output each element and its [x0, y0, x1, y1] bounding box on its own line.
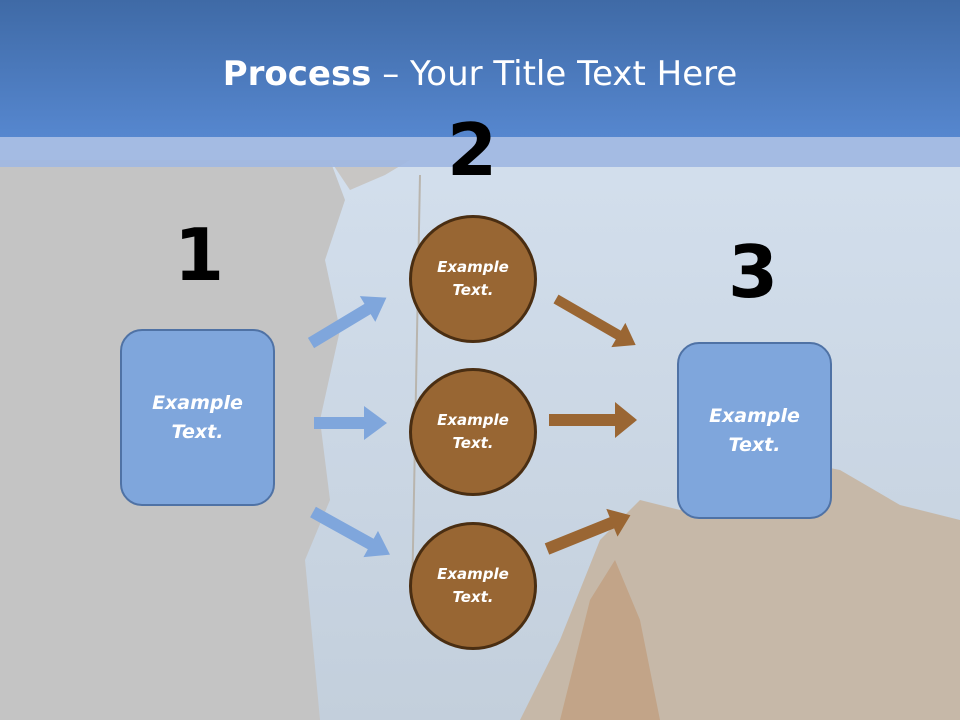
slide-title: Process – Your Title Text Here: [0, 50, 960, 98]
title-rest: – Your Title Text Here: [371, 54, 738, 94]
step-number-2: 2: [446, 108, 498, 192]
blue-arrow-right: [314, 406, 387, 440]
circle-node-top: Example Text.: [409, 215, 537, 343]
right-process-box: Example Text.: [677, 342, 832, 519]
blue-arrow-up: [307, 296, 387, 349]
title-bar: [0, 0, 960, 137]
title-bold: Process: [222, 54, 372, 94]
title-bar-band: [0, 137, 960, 167]
left-process-box: Example Text.: [120, 329, 275, 506]
step-number-1: 1: [173, 213, 225, 297]
circle-node-middle: Example Text.: [409, 368, 537, 496]
step-number-3: 3: [727, 230, 779, 314]
brown-arrow-right: [549, 402, 637, 438]
brown-arrow-down: [553, 294, 636, 348]
circle-node-bottom: Example Text.: [409, 522, 537, 650]
brown-arrow-up: [544, 508, 631, 555]
blue-arrow-down: [310, 506, 390, 558]
